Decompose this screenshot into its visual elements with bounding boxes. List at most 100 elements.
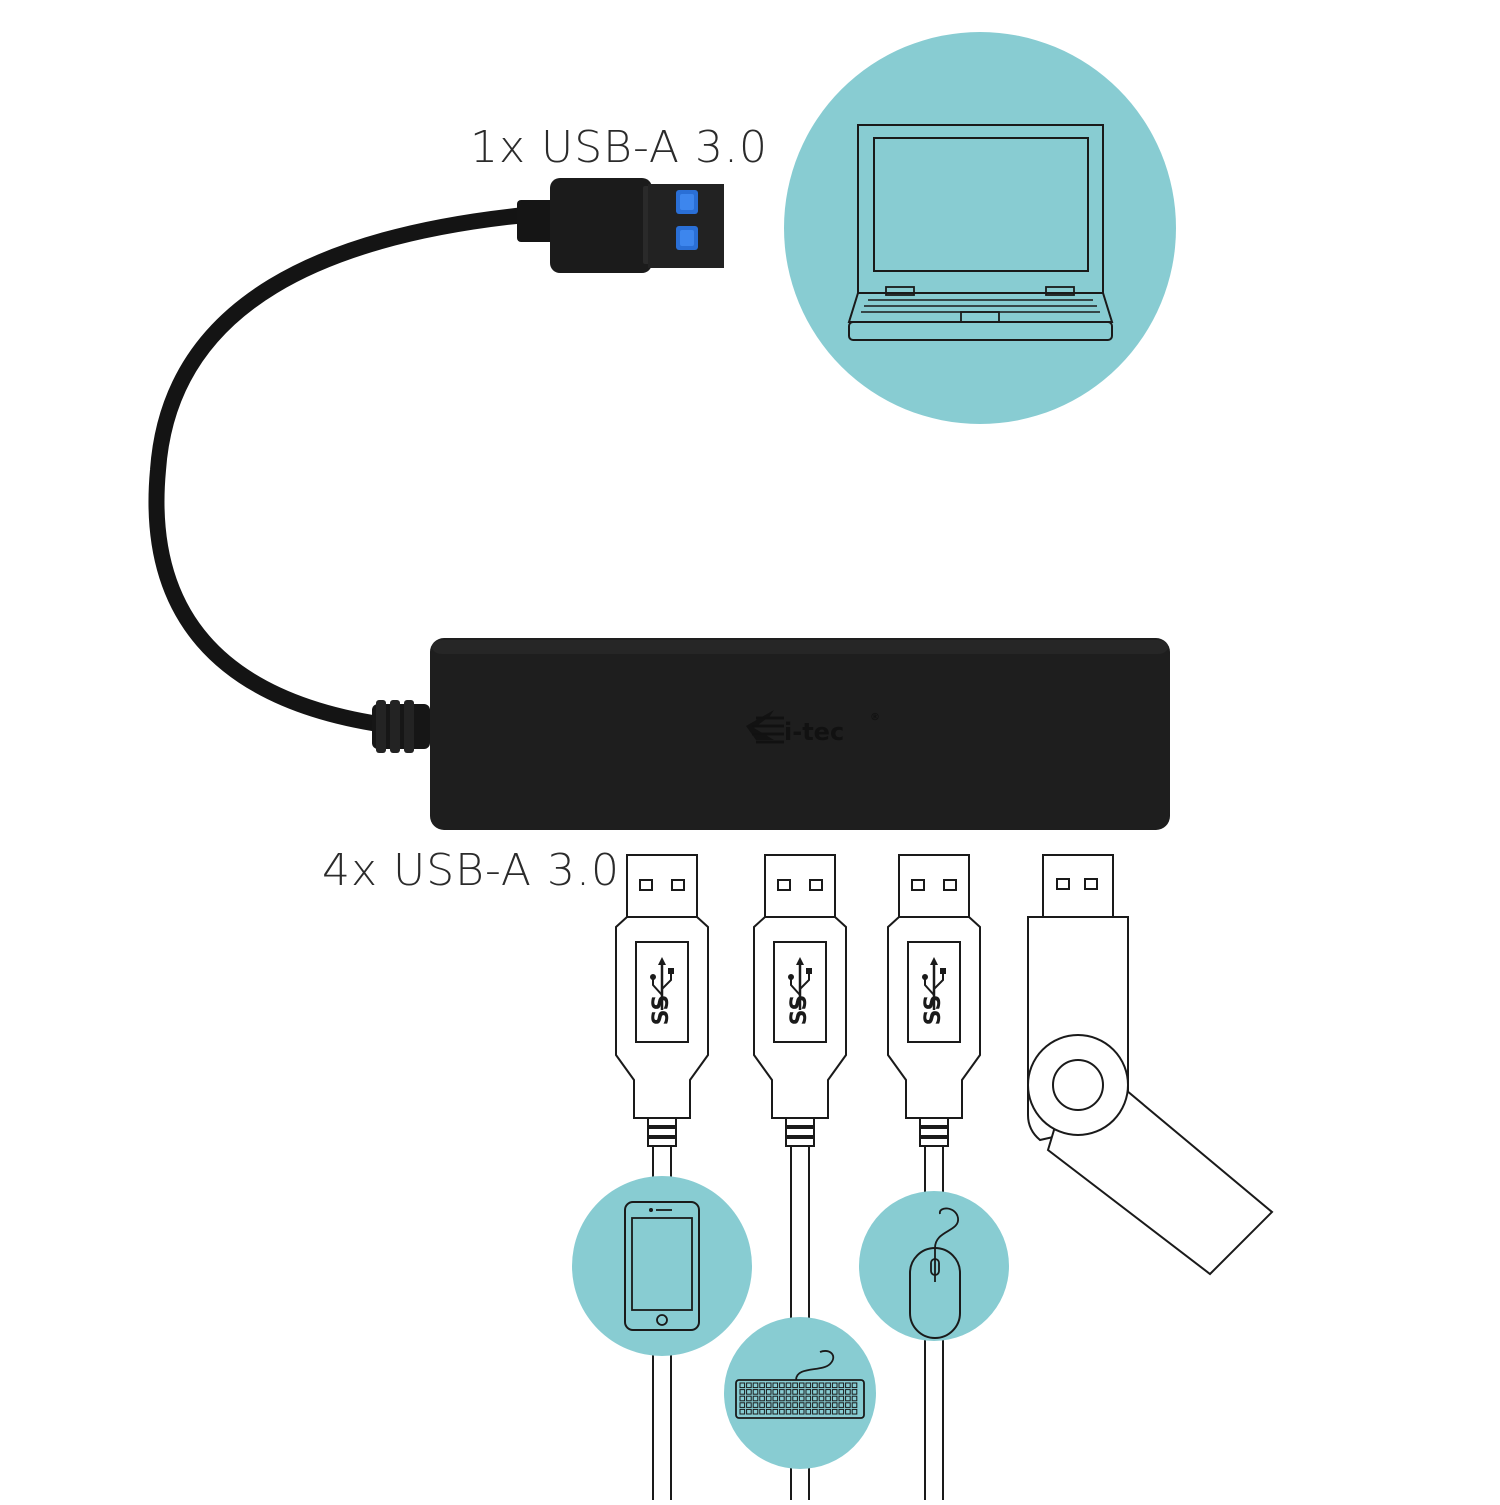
keyboard-key [779, 1395, 785, 1402]
keyboard-key [779, 1382, 785, 1389]
keyboard-key [746, 1395, 752, 1402]
keyboard-key [818, 1389, 825, 1395]
keyboard-key [812, 1382, 818, 1389]
keyboard-key [845, 1382, 851, 1389]
keyboard-key [838, 1382, 845, 1389]
keyboard-key [798, 1389, 805, 1395]
keyboard-key [752, 1408, 759, 1415]
keyboard-key [845, 1402, 851, 1408]
keyboard-key [818, 1395, 825, 1402]
keyboard-key [765, 1389, 772, 1395]
keyboard-key [825, 1382, 831, 1389]
cable-strain-relief [372, 700, 430, 753]
smartphone-icon [572, 1176, 752, 1356]
keyboard-key [739, 1408, 746, 1415]
keyboard-key [746, 1382, 752, 1389]
keyboard-key [851, 1395, 858, 1402]
keyboard-key [792, 1402, 798, 1408]
keyboard-key [739, 1402, 746, 1408]
keyboard-key [792, 1382, 798, 1389]
keyboard-key [759, 1408, 765, 1415]
superspeed-label: SS [649, 995, 674, 1026]
keyboard-key [798, 1402, 805, 1408]
brand-registered-mark: ® [870, 712, 880, 723]
keyboard-key [812, 1408, 818, 1415]
keyboard-key [838, 1402, 845, 1408]
keyboard-key [746, 1408, 752, 1415]
keyboard-key [752, 1382, 759, 1389]
keyboard-key [772, 1382, 779, 1389]
keyboard-key [838, 1389, 845, 1395]
keyboard-key [798, 1382, 805, 1389]
keyboard-key [805, 1395, 812, 1402]
keyboard-key [851, 1389, 858, 1395]
keyboard-key [765, 1382, 772, 1389]
i-tec-logo: i-tec ® [746, 710, 880, 746]
keyboard-key [825, 1402, 831, 1408]
keyboard-key [805, 1408, 812, 1415]
keyboard-key [851, 1402, 858, 1408]
brand-logo-text: i-tec [784, 718, 844, 746]
keyboard-key [739, 1389, 746, 1395]
keyboard-key [845, 1395, 851, 1402]
keyboard-key [818, 1408, 825, 1415]
keyboard-key [785, 1402, 792, 1408]
keyboard-key [752, 1389, 759, 1395]
mouse-icon [859, 1191, 1009, 1341]
hub-cable [148, 207, 533, 733]
keyboard-key [805, 1389, 812, 1395]
superspeed-label: SS [921, 995, 946, 1026]
keyboard-key [831, 1402, 838, 1408]
keyboard-key [792, 1395, 798, 1402]
keyboard-key [765, 1402, 772, 1408]
keyboard-key [772, 1402, 779, 1408]
keyboard-key [785, 1395, 792, 1402]
keyboard-key [812, 1402, 818, 1408]
keyboard-key [746, 1402, 752, 1408]
keyboard-key [785, 1389, 792, 1395]
keyboard-key [739, 1395, 746, 1402]
keyboard-key [759, 1382, 765, 1389]
keyboard-key [752, 1402, 759, 1408]
keyboard-key [825, 1389, 831, 1395]
keyboard-key [759, 1402, 765, 1408]
keyboard-key [798, 1408, 805, 1415]
keyboard-key [779, 1408, 785, 1415]
upstream-usb-plug [517, 178, 724, 273]
keyboard-key [739, 1382, 746, 1389]
keyboard-key [792, 1408, 798, 1415]
keyboard-icon [724, 1317, 876, 1469]
keyboard-key [831, 1395, 838, 1402]
keyboard-key [759, 1395, 765, 1402]
keyboard-key [831, 1382, 838, 1389]
keyboard-key [851, 1382, 858, 1389]
keyboard-key [805, 1382, 812, 1389]
keyboard-key [812, 1389, 818, 1395]
keyboard-key [845, 1408, 851, 1415]
superspeed-label: SS [787, 995, 812, 1026]
keyboard-key [798, 1395, 805, 1402]
keyboard-key [785, 1382, 792, 1389]
downstream-ports-label: 4x USB-A 3.0 [322, 845, 620, 896]
keyboard-key [831, 1408, 838, 1415]
keyboard-key [759, 1389, 765, 1395]
keyboard-key [825, 1395, 831, 1402]
keyboard-key [812, 1395, 818, 1402]
keyboard-key [838, 1408, 845, 1415]
keyboard-key [765, 1408, 772, 1415]
keyboard-key [779, 1389, 785, 1395]
keyboard-key [792, 1389, 798, 1395]
keyboard-key [772, 1395, 779, 1402]
keyboard-key [818, 1382, 825, 1389]
keyboard-key [779, 1402, 785, 1408]
usb-hub-body: i-tec ® [430, 638, 1170, 830]
keyboard-key [765, 1395, 772, 1402]
keyboard-key [772, 1389, 779, 1395]
keyboard-key [805, 1402, 812, 1408]
keyboard-key [851, 1408, 858, 1415]
keyboard-key [818, 1402, 825, 1408]
keyboard-key [752, 1395, 759, 1402]
upstream-port-label: 1x USB-A 3.0 [470, 122, 768, 173]
